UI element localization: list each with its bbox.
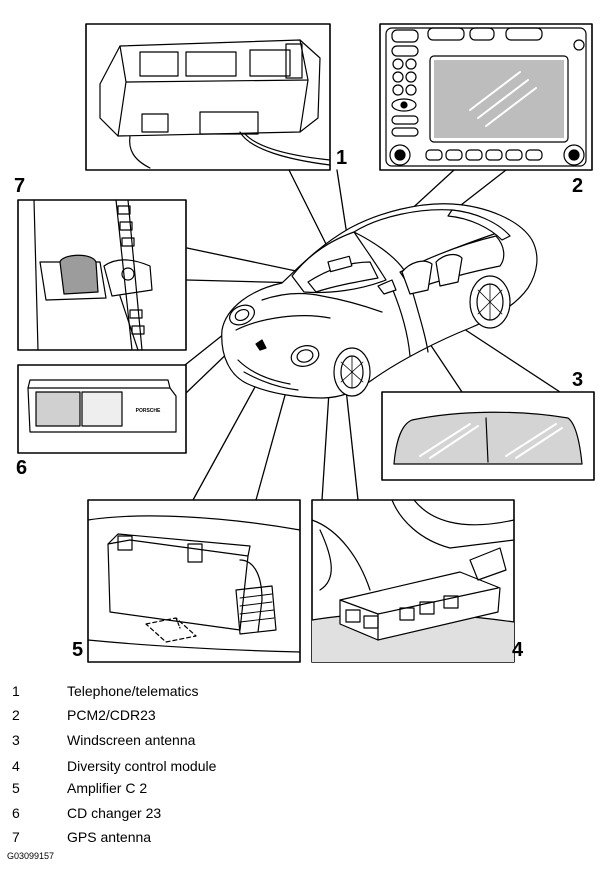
car-illustration xyxy=(221,203,538,399)
legend-label: Windscreen antenna xyxy=(67,732,196,748)
callout-4: 4 xyxy=(512,639,524,661)
legend-label: GPS antenna xyxy=(67,829,152,845)
legend-label: Amplifier C 2 xyxy=(67,780,148,796)
callout-7: 7 xyxy=(14,175,26,197)
detail-gps-antenna xyxy=(17,199,187,351)
legend-label: CD changer 23 xyxy=(67,805,162,821)
detail-pcm xyxy=(379,23,593,171)
callout-3: 3 xyxy=(572,369,584,391)
legend-number: 5 xyxy=(12,780,20,796)
legend-number: 4 xyxy=(12,758,20,774)
preset-buttons xyxy=(425,149,543,161)
detail-amplifier xyxy=(87,499,301,663)
legend-label: Telephone/telematics xyxy=(67,683,199,699)
legend-label: PCM2/CDR23 xyxy=(67,707,156,723)
detail-cd-changer: PORSCHE xyxy=(17,364,187,454)
cd-changer-brand-text: PORSCHE xyxy=(136,408,161,414)
detail-telephone xyxy=(85,23,331,171)
legend-number: 3 xyxy=(12,732,20,748)
component-locations-diagram: PORSCHE xyxy=(17,23,595,663)
callout-6: 6 xyxy=(16,457,28,479)
legend-number: 7 xyxy=(12,829,20,845)
callout-5: 5 xyxy=(72,639,84,661)
callout-1: 1 xyxy=(336,147,348,169)
legend-number: 2 xyxy=(12,707,20,723)
detail-windscreen-antenna xyxy=(381,391,595,481)
legend-number: 1 xyxy=(12,683,20,699)
keypad-buttons xyxy=(391,58,419,137)
legend-number: 6 xyxy=(12,805,20,821)
callout-2: 2 xyxy=(572,175,584,197)
figure-code: G03099157 xyxy=(7,851,55,861)
detail-diversity-module xyxy=(311,499,515,663)
legend-label: Diversity control module xyxy=(67,758,217,774)
